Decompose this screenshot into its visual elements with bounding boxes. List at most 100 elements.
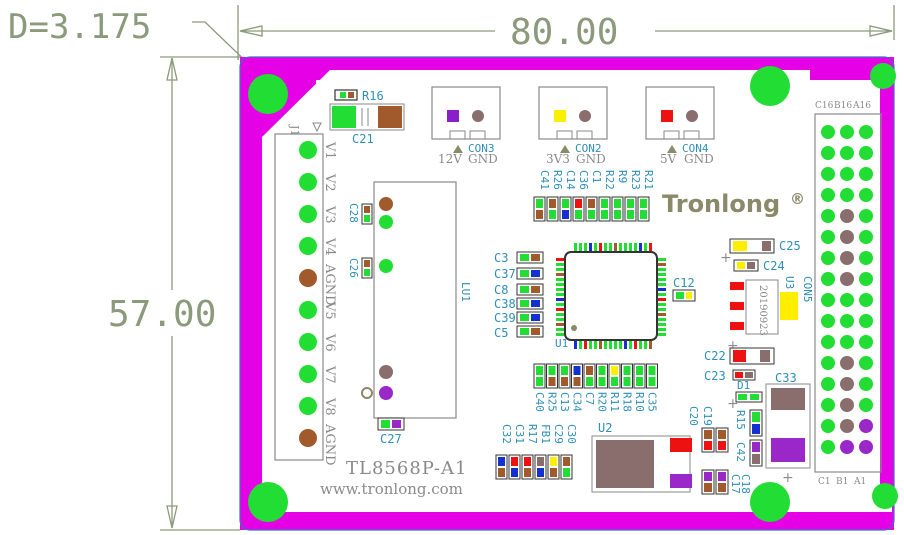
u1-ref: U1 [555,337,568,350]
con3-ref: CON3 [468,142,495,155]
con5-pin [821,251,835,265]
j1-pin-label: V4 [322,237,337,256]
c28-ref: C28 [347,203,360,223]
con4-right-label: GND [684,152,714,166]
bottom-row-ref: R10 [633,392,646,412]
left-cap-column: C3 C37 C8 C38 C39 C5 [494,251,544,340]
bottom-row-ref: C40 [533,392,546,412]
width-dimension-label: 80.00 [510,12,618,53]
con5-pin [821,188,835,202]
con5-pin [840,188,854,202]
con4-left-label: 5V [660,152,677,166]
con5-pin [859,398,873,412]
c8-ref: C8 [494,283,508,297]
lower-left-ref: R17 [526,424,539,444]
c20-ref: C20 [687,406,700,426]
con5-pin [840,335,854,349]
top-row-ref: C1 [590,170,603,183]
d1-ref: D1 [737,379,750,392]
top-row-ref: C41 [538,170,551,190]
drill-dimension-label: D=3.175 [8,7,151,47]
mounting-hole [870,63,896,89]
con5-pin [859,146,873,160]
bottom-row-ref: R20 [596,392,609,412]
mounting-hole [872,483,898,509]
con5-pin [859,356,873,370]
date-code: 20190923 [757,285,768,336]
con5-pin [821,272,835,286]
board-model: TL8568P-A1 [346,458,467,479]
con5-pin [840,293,854,307]
con5-pin [821,398,835,412]
con5-header: CON5 C16 B16 A16 C1 B1 A1 [801,101,882,487]
con5-pin [840,167,854,181]
r15-ref: R15 [734,410,747,430]
con5-ref: CON5 [801,276,814,303]
top-row-ref: R26 [551,170,564,190]
j1-pin-label: V3 [322,205,337,224]
top-row-ref: R21 [642,170,655,190]
top-row-ref: R9 [616,170,629,183]
c5-ref: C5 [494,326,508,340]
mounting-hole [248,74,288,114]
con5-bottom-label: C1 [818,477,831,487]
con5-pin [821,125,835,139]
c12-ref: C12 [673,276,695,290]
board-website: www.tronlong.com [320,480,463,498]
con2-connector: CON2 3V3 GND [538,86,608,166]
u2-regulator: U2 C20 C19 C17 C18 [591,406,752,495]
c22-ref: C22 [704,349,726,363]
con5-pin [840,377,854,391]
c38-ref: C38 [494,297,516,311]
lower-left-ref: C31 [513,424,526,444]
top-row-ref: C14 [564,170,577,190]
con5-pin [859,440,873,454]
lower-left-ref: C32 [500,424,513,444]
dimension-annotations [160,5,895,531]
mounting-hole [750,482,790,522]
mounting-hole [750,66,790,106]
power-caps: + C22 C23 D1 + C33 + R15 C42 [704,338,811,486]
c18-ref: C18 [739,474,752,494]
svg-text:+: + [727,396,739,412]
con5-pin [859,230,873,244]
con5-pin [821,167,835,181]
con5-pin [821,377,835,391]
j1-terminal: J1 V1 V2 V3 V4 AGND V5 V6 V7 V8 AGND [274,122,337,466]
j1-pin-label: V7 [322,365,337,384]
con5-pin [821,293,835,307]
height-dimension-label: 57.00 [108,294,216,335]
c26-ref: C26 [347,258,360,278]
con5-pin [840,398,854,412]
bottom-row-ref: R11 [608,392,621,412]
con5-pin [840,230,854,244]
u1-chip: U1 [555,243,666,350]
con3-connector: CON3 12V GND [431,86,501,166]
c21-ref: C21 [352,132,374,146]
con5-pin [859,167,873,181]
con4-ref: CON4 [682,142,709,155]
con5-pin [821,314,835,328]
con3-left-label: 12V [438,152,462,166]
c42-ref: C42 [734,442,747,462]
bottom-row-ref: C34 [571,392,584,412]
lower-left-ref: C29 [552,424,565,444]
con5-pin [840,251,854,265]
con5-pin [859,251,873,265]
con5-pin [840,272,854,286]
con5-bottom-label: B1 [836,477,848,487]
c25-ref: C25 [779,239,801,253]
con5-pin [821,356,835,370]
c3-ref: C3 [494,251,508,265]
con2-ref: CON2 [575,142,602,155]
svg-text:+: + [727,338,739,354]
con5-pin [859,272,873,286]
con3-right-label: GND [468,152,498,166]
con5-pin [821,335,835,349]
con5-pin [840,419,854,433]
c19-ref: C19 [701,406,714,426]
svg-text:+: + [782,470,794,486]
con5-pin [821,209,835,223]
